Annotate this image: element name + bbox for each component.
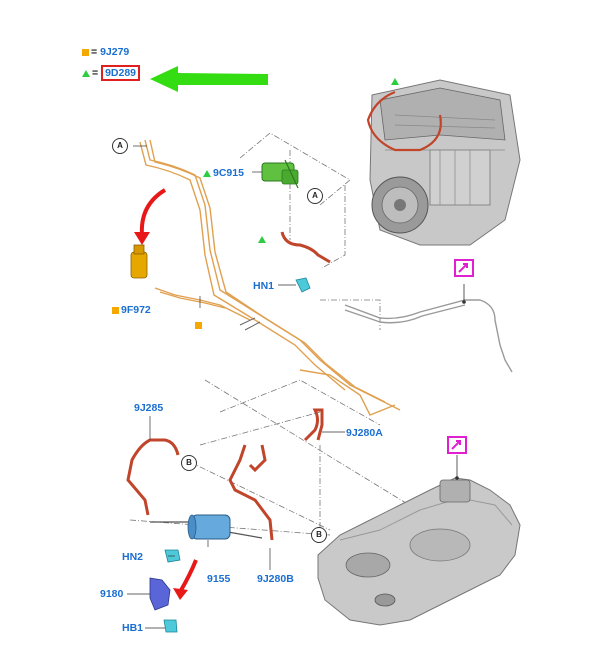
legend-triangle-code: 9D289 [101, 65, 141, 81]
callout-orange-square [195, 319, 204, 331]
bracket-9180 [149, 577, 171, 611]
callout-9c915: 9C915 [203, 167, 244, 179]
callout-9155: 9155 [207, 573, 231, 585]
callout-9j285: 9J285 [134, 402, 164, 414]
orange-square-icon [195, 321, 202, 329]
connector-HB1 [163, 619, 178, 633]
callout-9180: 9180 [100, 588, 124, 600]
green-triangle-icon [203, 169, 211, 177]
callout-hn2: HN2 [122, 551, 144, 563]
green-arrow-icon [150, 66, 268, 92]
legend-triangle-row: = 9D289 [82, 65, 141, 81]
ref-circle-a-top: A [112, 138, 128, 154]
ref-circle-a-engine: A [307, 188, 323, 204]
hose-9J280B [228, 444, 274, 541]
orange-square-icon [112, 306, 119, 314]
ref-circle-b-mid: B [181, 455, 197, 471]
pink-component-icon [447, 436, 467, 454]
fuel-tank-illustration [317, 477, 521, 626]
callout-9j280b: 9J280B [257, 573, 294, 585]
hose-9J280A [303, 408, 324, 442]
green-triangle-icon [82, 69, 90, 77]
orange-square-icon [82, 48, 89, 56]
legend-square-row: = 9J279 [82, 46, 129, 58]
legend-square-code: 9J279 [100, 46, 130, 58]
callout-9f972: 9F972 [112, 304, 151, 316]
engine-illustration [366, 78, 521, 246]
return-line [344, 299, 513, 373]
callout-9j280a: 9J280A [346, 427, 383, 439]
pink-component-icon [454, 259, 474, 277]
hose-9J285 [126, 438, 151, 516]
hose-upper [280, 231, 331, 264]
connector-9C915 [261, 159, 299, 189]
callout-hb1: HB1 [122, 622, 144, 634]
sensor-9F972 [130, 244, 148, 279]
red-curved-arrow-icon [139, 188, 167, 236]
connector-HN1 [295, 277, 311, 293]
green-triangle-icon [391, 78, 399, 85]
ref-circle-b-tank: B [311, 527, 327, 543]
fuel-filter-9155 [150, 514, 263, 540]
callout-hn1: HN1 [253, 280, 275, 292]
